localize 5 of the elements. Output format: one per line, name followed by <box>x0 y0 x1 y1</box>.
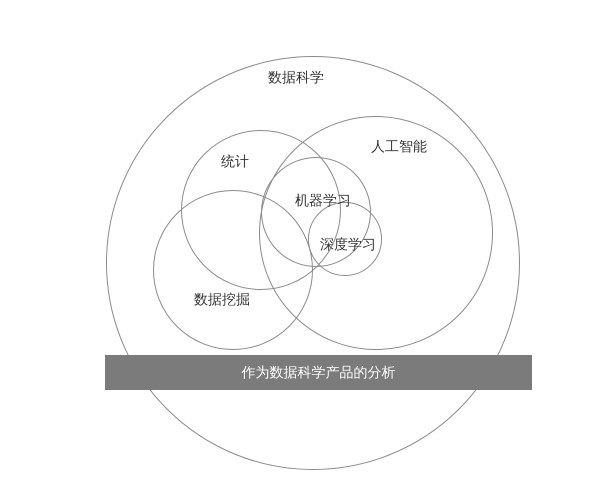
circle-label: 统计 <box>221 155 249 169</box>
circle-label: 人工智能 <box>371 140 427 154</box>
venn-circle <box>259 116 493 350</box>
circle-label: 数据挖掘 <box>194 293 250 307</box>
circle-label: 数据科学 <box>268 71 324 85</box>
